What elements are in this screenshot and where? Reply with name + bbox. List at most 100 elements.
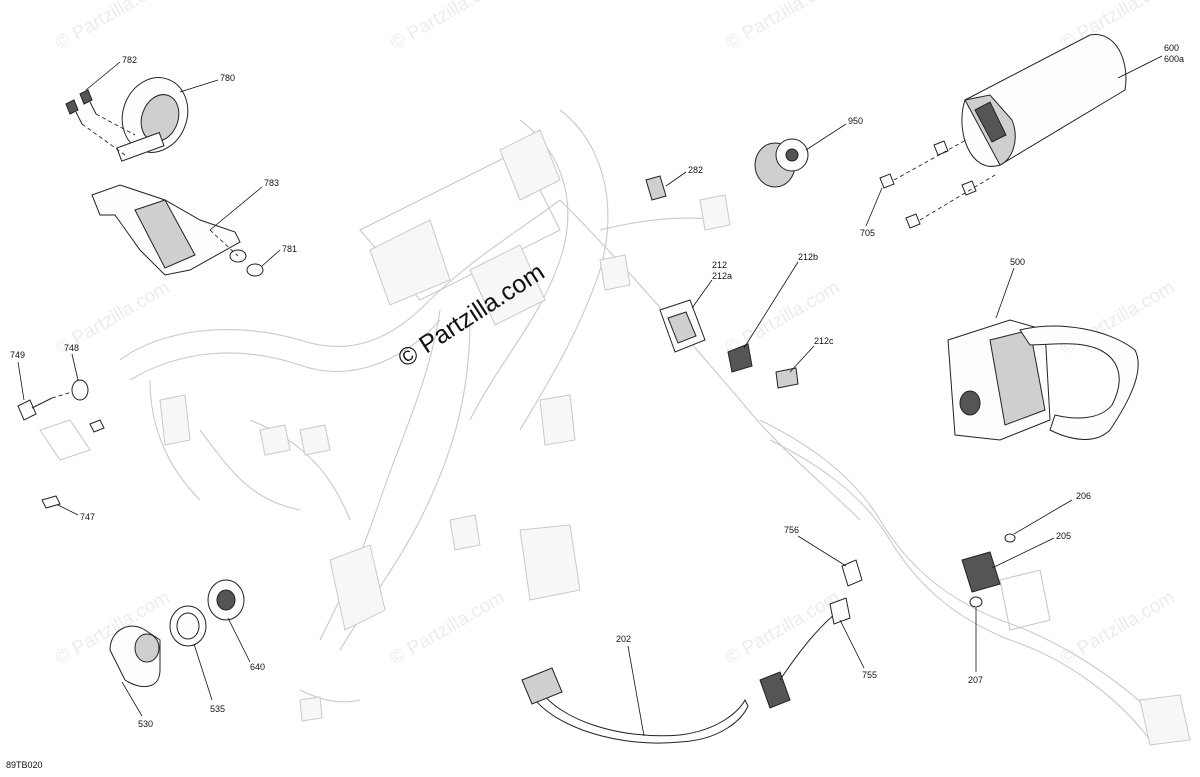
leader-530 [121, 681, 143, 717]
callout-212a: 212a [712, 271, 732, 281]
leader-780 [179, 79, 219, 93]
leader-756 [797, 535, 847, 567]
terminal-756 [841, 559, 863, 587]
callout-783: 783 [264, 178, 279, 188]
harness-202 [521, 559, 863, 744]
small-terminal [89, 419, 105, 433]
leader-212 [691, 279, 713, 309]
leader-640 [227, 617, 251, 663]
unit-hose [1019, 325, 1139, 440]
power-outlet-950 [754, 138, 809, 188]
callout-212: 212 [712, 260, 727, 270]
harness-202-plug [521, 667, 563, 705]
leader-755 [839, 619, 865, 669]
leader-205 [991, 537, 1055, 569]
cap-640-inner [216, 589, 236, 611]
callout-780: 780 [220, 73, 235, 83]
bolt-749 [17, 399, 37, 421]
leader-782 [85, 61, 121, 91]
callout-781: 781 [282, 244, 297, 254]
bolt-shank [89, 101, 97, 115]
assembly-line [51, 391, 73, 399]
horn-assembly [65, 77, 264, 277]
bracket-panel [134, 199, 196, 269]
assembly-line [95, 113, 136, 136]
callout-205: 205 [1056, 531, 1071, 541]
leader-747 [57, 504, 79, 516]
callout-202: 202 [616, 634, 631, 644]
outlet-hole [785, 148, 799, 162]
module-600 [879, 34, 1127, 229]
leader-202 [627, 645, 645, 737]
bracket-tab [116, 131, 165, 162]
callout-640: 640 [250, 662, 265, 672]
leader-500 [995, 267, 1015, 319]
leader-600 [1117, 55, 1163, 79]
spacer-748 [71, 379, 89, 401]
callout-747: 747 [80, 512, 95, 522]
assembly-line [919, 174, 996, 221]
screw-705 [905, 213, 921, 229]
callout-530: 530 [138, 719, 153, 729]
callout-600a: 600a [1164, 54, 1184, 64]
leader-212c [789, 345, 815, 373]
module-slot [974, 101, 1007, 143]
leader-748 [71, 353, 79, 381]
watermark-text: © Partzilla.com [1057, 587, 1178, 669]
harness-202-connector [759, 671, 791, 709]
harness-202-wire [531, 689, 749, 744]
screw-705 [961, 180, 977, 196]
wiring-harness-ghost [39, 109, 1191, 746]
watermark-text: © Partzilla.com [52, 0, 173, 54]
callout-212c: 212c [814, 336, 834, 346]
bolt-group-749 [17, 379, 105, 509]
leader-749 [17, 361, 25, 401]
terminal-755 [829, 597, 851, 625]
callout-756: 756 [784, 525, 799, 535]
unit-port [959, 390, 981, 416]
watermark-text: © Partzilla.com [722, 587, 843, 669]
bolt-shank [75, 111, 83, 125]
bolt-782 [79, 89, 93, 105]
leader-282 [665, 171, 687, 187]
callout-705: 705 [860, 228, 875, 238]
connector-282 [645, 175, 667, 201]
assembly-line [893, 139, 967, 181]
assembly-line [81, 123, 126, 156]
callout-500: 500 [1010, 257, 1025, 267]
bolt-782 [65, 99, 79, 115]
bolt-shank [31, 397, 53, 409]
nut-781 [246, 263, 264, 277]
switch-face [134, 633, 160, 663]
leader-783 [209, 186, 263, 231]
assembly-line [209, 229, 239, 257]
callout-600: 600 [1164, 43, 1179, 53]
clamp-group-205 [961, 533, 1016, 608]
clamp-205 [961, 551, 1001, 593]
connector-212c [775, 367, 799, 389]
connector-group-212 [659, 299, 799, 389]
connector-212a [667, 311, 697, 344]
callout-535: 535 [210, 704, 225, 714]
callout-755: 755 [862, 670, 877, 680]
callout-212b: 212b [798, 252, 818, 262]
clip-747 [41, 495, 61, 509]
washer-207 [969, 596, 983, 608]
leader-535 [193, 643, 213, 701]
switch-group-530 [109, 579, 245, 688]
nut-206 [1004, 533, 1016, 543]
leader-212b [743, 261, 799, 349]
screw-705 [933, 140, 949, 156]
leader-206 [1013, 499, 1073, 535]
unit-side [989, 329, 1046, 426]
leader-950 [805, 123, 847, 151]
screw-705 [879, 173, 895, 189]
watermark-text: © Partzilla.com [387, 0, 508, 54]
leader-781 [261, 249, 281, 267]
watermark-text: © Partzilla.com [722, 0, 843, 54]
unit-500 [947, 319, 1139, 441]
ring-535-inner [176, 612, 200, 640]
callout-950: 950 [848, 116, 863, 126]
callout-207: 207 [968, 675, 983, 685]
